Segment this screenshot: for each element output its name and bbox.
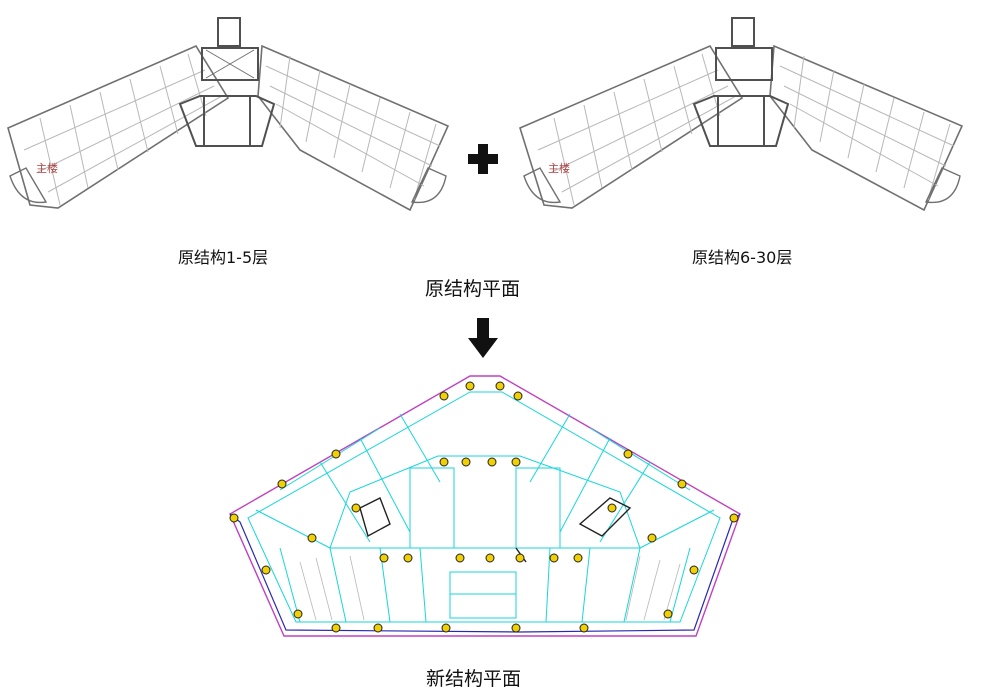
- building-label-right: 主楼: [548, 161, 570, 175]
- new-structure-plan: [229, 375, 741, 637]
- building-label-left: 主楼: [36, 161, 58, 175]
- arrow-down-icon: [466, 318, 500, 360]
- plus-icon: [466, 142, 500, 176]
- caption-floors-1-5: 原结构1-5层: [178, 248, 269, 267]
- original-plan-floors-6-30: 主楼: [519, 17, 964, 212]
- caption-floors-6-30: 原结构6-30层: [692, 248, 793, 267]
- original-plan-floors-1-5: 主楼: [7, 17, 450, 212]
- caption-new-plan: 新结构平面: [426, 668, 522, 690]
- caption-original-plan: 原结构平面: [425, 278, 521, 300]
